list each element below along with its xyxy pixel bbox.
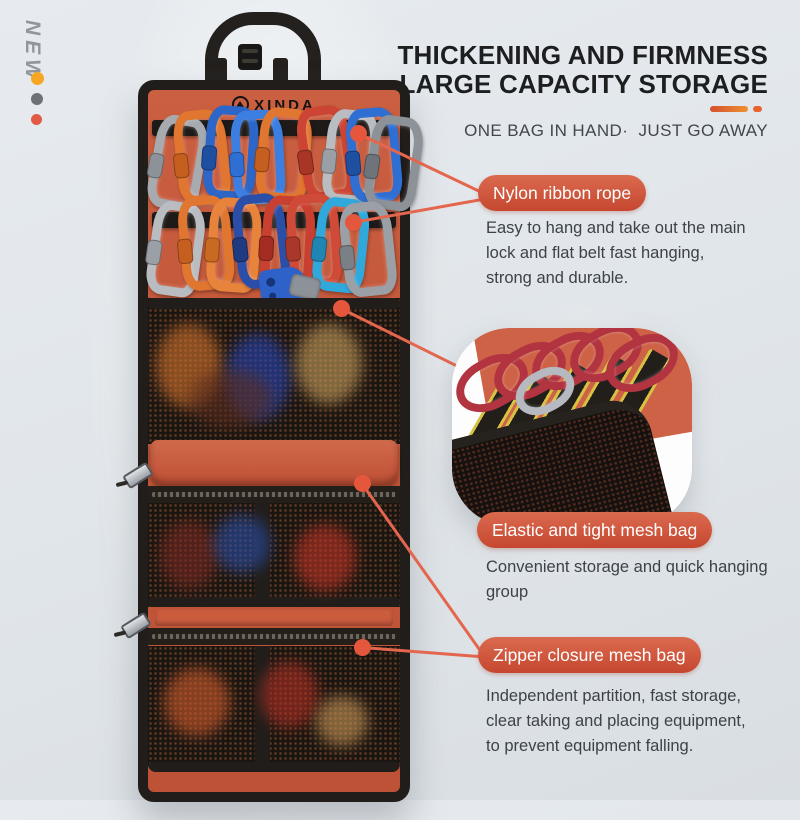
mesh-gear-blob — [214, 515, 270, 573]
new-badge: NEW — [21, 20, 44, 84]
desc-line: Easy to hang and take out the main — [486, 219, 746, 237]
carabiner-lock-sleeve — [320, 148, 338, 175]
carabiner-lock-sleeve — [310, 236, 328, 263]
carabiner-lock-sleeve — [258, 235, 275, 262]
new-badge-dot — [31, 72, 44, 85]
accent-dot — [753, 106, 762, 112]
mesh-edge — [148, 298, 400, 309]
carabiner-lock-sleeve — [146, 152, 166, 180]
zipper-2 — [148, 628, 400, 645]
callout-desc-zipper-mesh-bag: Independent partition, fast storage, cle… — [486, 684, 746, 759]
tagline: ONE BAG IN HAND· JUST GO AWAY — [464, 121, 768, 140]
page-title-line2: LARGE CAPACITY STORAGE — [399, 69, 768, 99]
brand-logo-icon — [232, 96, 250, 113]
desc-line: Convenient storage and quick hanging gro… — [486, 558, 768, 601]
callout-pill-elastic-mesh-bag: Elastic and tight mesh bag — [477, 512, 713, 548]
mesh-pocket-2 — [148, 503, 400, 607]
carabiner-lock-sleeve — [144, 239, 163, 266]
carabiner-lock-sleeve — [176, 238, 194, 265]
mesh-edge — [148, 597, 400, 607]
mesh-gear-blob — [294, 525, 356, 591]
accent-underline — [397, 106, 762, 112]
header: THICKENING AND FIRMNESS LARGE CAPACITY S… — [397, 41, 768, 141]
gear-organizer-bag: XINDA — [120, 80, 427, 802]
carabiner-lock-sleeve — [284, 235, 302, 262]
closeup-inset-photo — [452, 328, 692, 526]
handle-buckle — [238, 44, 262, 70]
zipper-1 — [148, 486, 400, 503]
desc-line: strong and durable. — [486, 269, 629, 287]
carabiner-lock-sleeve — [253, 146, 271, 173]
nylon-strap-top — [152, 120, 396, 136]
mesh-gear-blob — [160, 521, 218, 589]
connector-dot — [349, 124, 367, 142]
carabiner-lock-sleeve — [228, 151, 246, 178]
carabiner-lock-sleeve — [200, 144, 218, 171]
mesh-gear-blob — [316, 696, 368, 746]
new-badge-dot — [31, 93, 43, 105]
new-badge-dot — [31, 114, 42, 125]
mesh-edge — [148, 762, 400, 772]
callout-pill-zipper-mesh-bag: Zipper closure mesh bag — [478, 637, 701, 673]
orange-strip — [155, 610, 393, 626]
connector-dot — [344, 213, 362, 231]
callout-desc-elastic-mesh-bag: Convenient storage and quick hanging gro… — [486, 555, 800, 605]
callout-desc-nylon-ribbon-rope: Easy to hang and take out the main lock … — [486, 216, 746, 291]
carabiner-lock-sleeve — [338, 244, 357, 271]
carabiner-lock-sleeve — [203, 236, 221, 263]
mesh-gear-blob — [296, 324, 362, 404]
carabiner-lock-sleeve — [172, 152, 191, 179]
desc-line: lock and flat belt fast hanging, — [486, 244, 705, 262]
carabiner-lock-sleeve — [296, 149, 315, 176]
page-title-line1: THICKENING AND FIRMNESS — [397, 40, 768, 70]
brand-logo: XINDA — [148, 96, 400, 114]
carabiner-lock-sleeve — [362, 153, 381, 180]
connector-dot — [332, 299, 350, 317]
mesh-pocket-1 — [148, 298, 400, 444]
desc-line: to prevent equipment falling. — [486, 737, 694, 755]
desc-line: Independent partition, fast storage, — [486, 687, 742, 705]
mesh-pocket-3 — [148, 646, 400, 772]
nylon-strap-bottom — [152, 212, 396, 228]
brand-logo-text: XINDA — [254, 97, 316, 114]
carabiner-lock-sleeve — [344, 150, 362, 177]
product-banner: NEW THICKENING AND FIRMNESS LARGE CAPACI… — [0, 0, 800, 800]
mesh-gear-blob — [260, 662, 318, 728]
connector-dot — [353, 474, 371, 492]
desc-line: clear taking and placing equipment, — [486, 712, 746, 730]
mesh-gear-blob — [164, 668, 230, 736]
carabiner-lock-sleeve — [231, 236, 250, 263]
mesh-gear-blob — [188, 370, 272, 428]
connector-dot — [353, 638, 371, 656]
callout-pill-nylon-ribbon-rope: Nylon ribbon rope — [478, 175, 647, 211]
accent-bar — [710, 106, 748, 112]
